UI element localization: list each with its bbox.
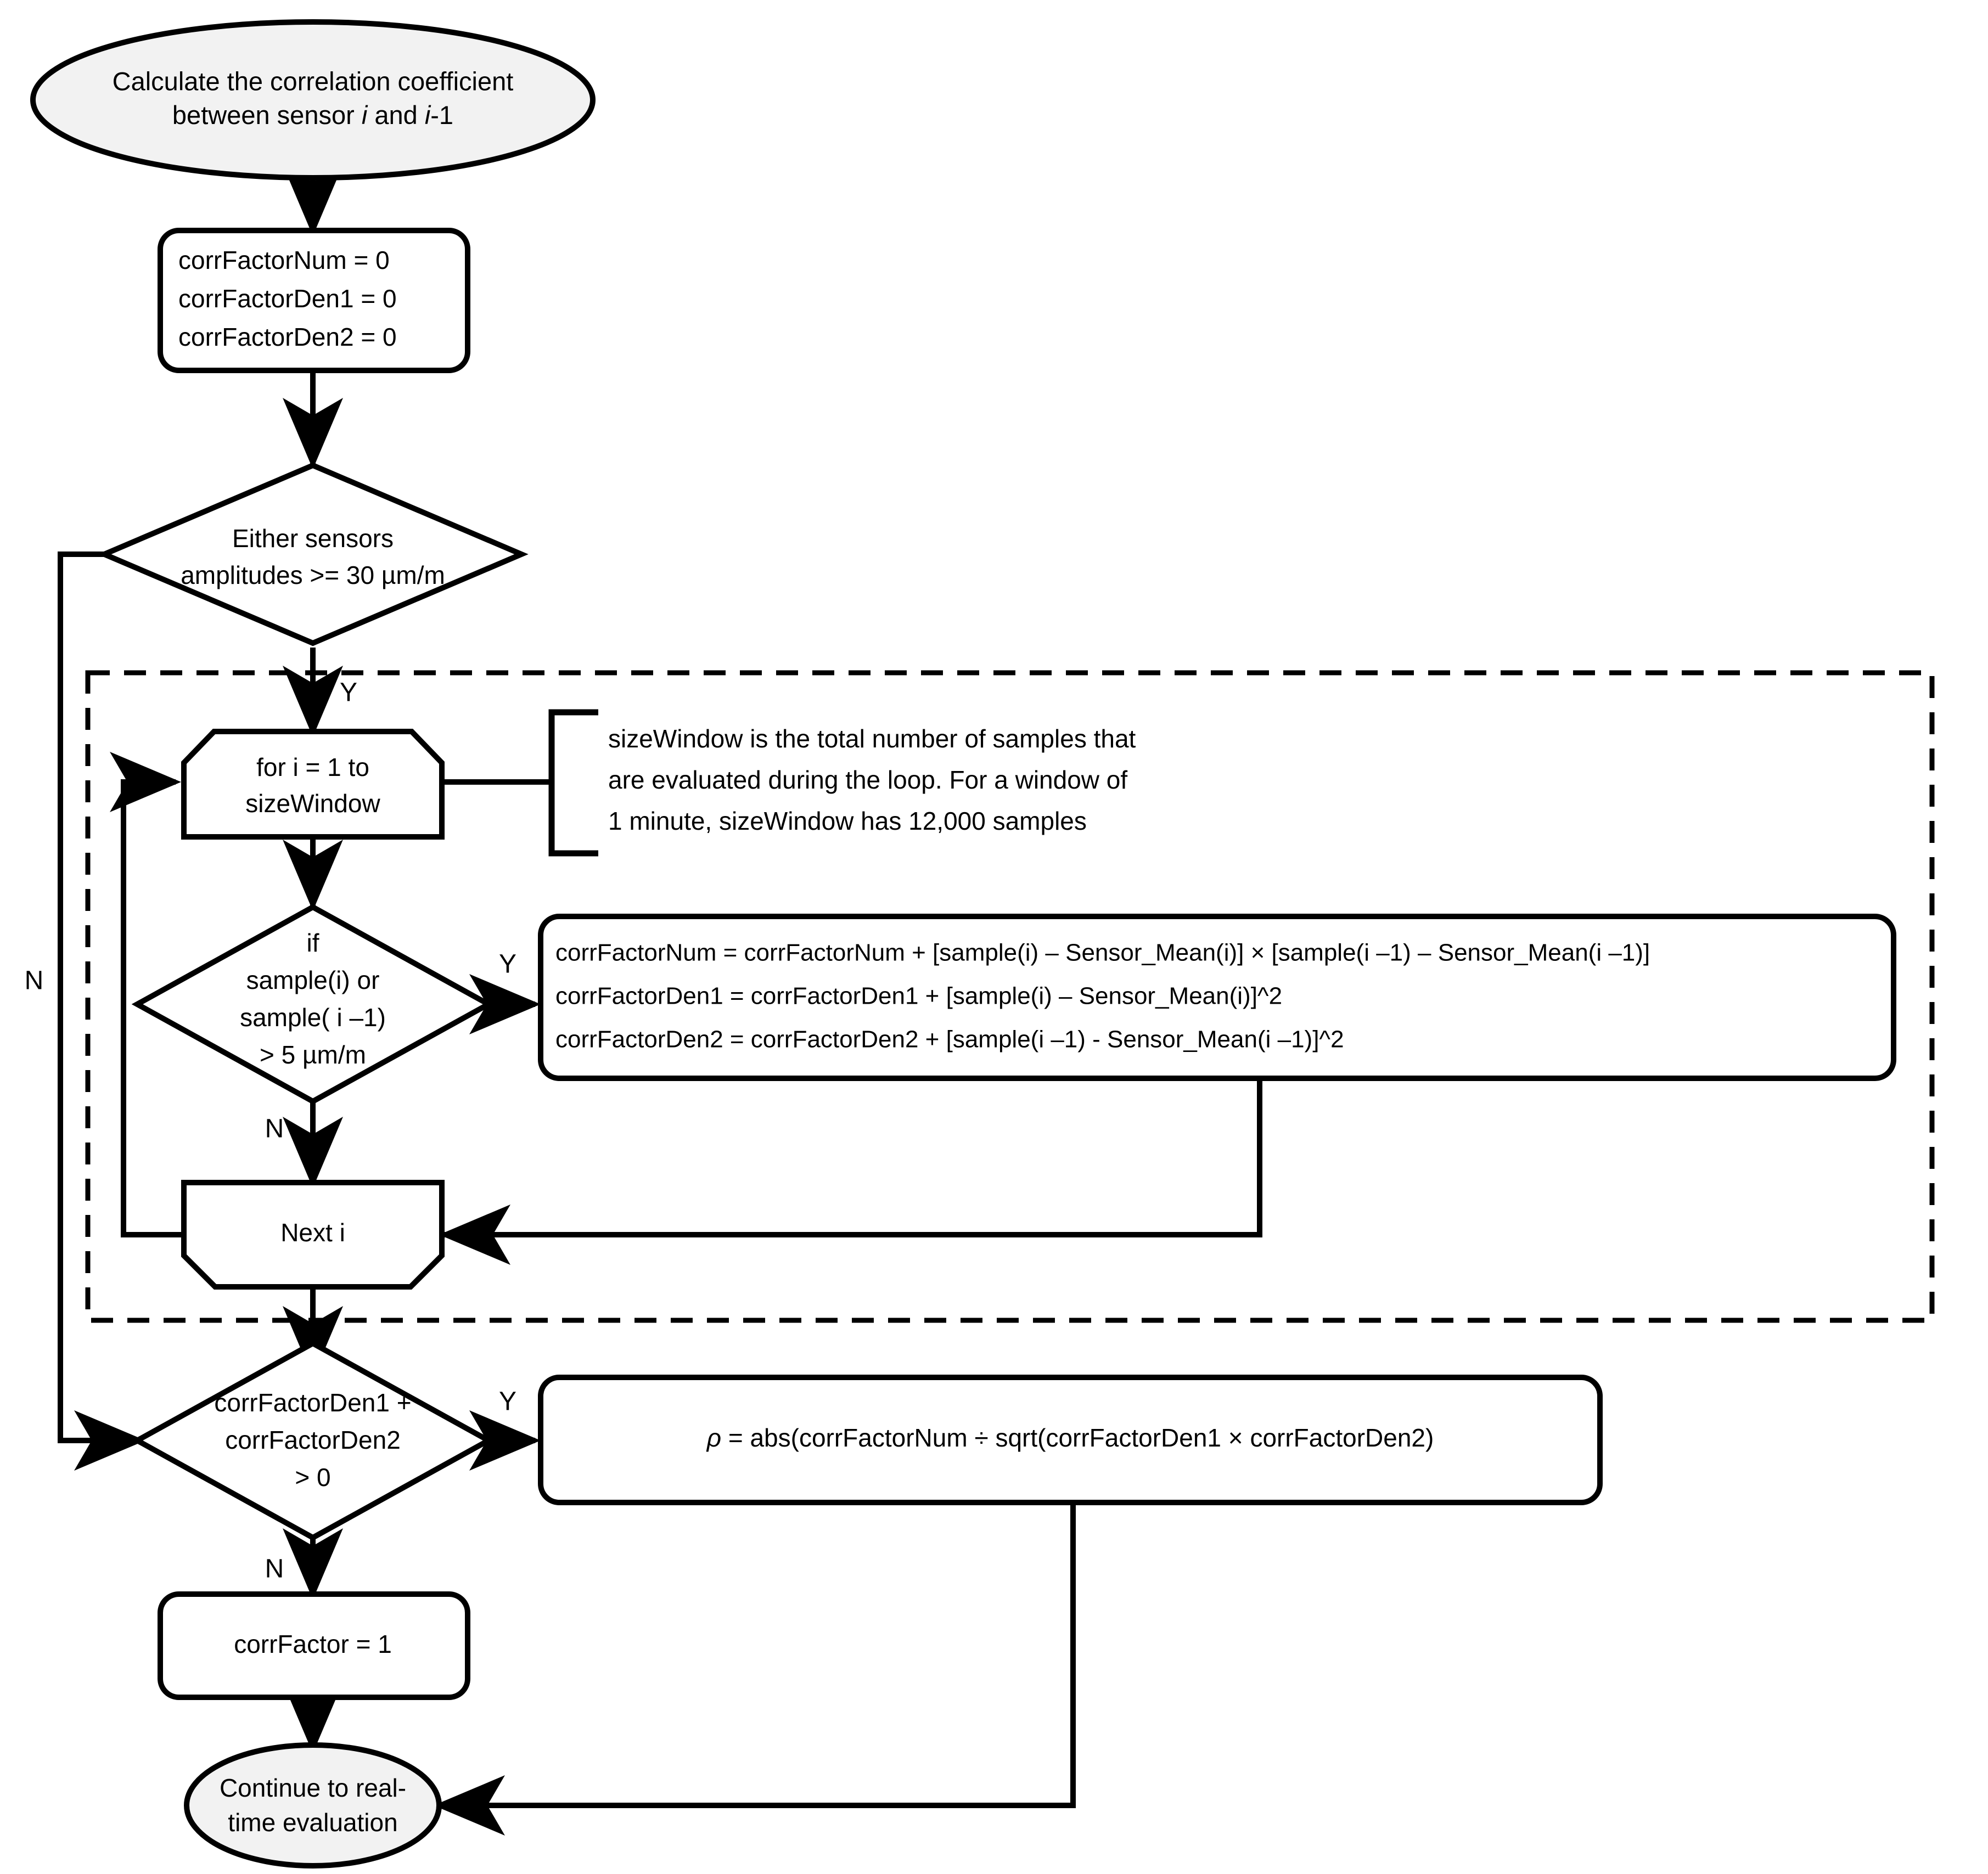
end-line2: time evaluation (228, 1808, 397, 1837)
start-line2-i2: i (425, 100, 431, 130)
rho-rest: = abs(corrFactorNum ÷ sqrt(corrFactorDen… (721, 1423, 1434, 1452)
loop-end-label: Next i (280, 1218, 345, 1247)
edge-rho-to-end (434, 1501, 1076, 1836)
accumulate-process-box[interactable] (538, 914, 1896, 1081)
start-terminator[interactable] (30, 19, 596, 181)
decision-den-line1: corrFactorDen1 + (214, 1388, 411, 1417)
note-sizewindow-line3: 1 minute, sizeWindow has 12,000 samples (608, 807, 1087, 835)
decision-den-line3: > 0 (295, 1463, 330, 1492)
loop-region-boundary (85, 670, 1935, 1323)
start-line2: between sensor i and i-1 (172, 100, 453, 130)
rho-process-box[interactable] (538, 1375, 1603, 1505)
init-line2: corrFactorDen1 = 0 (178, 284, 397, 313)
edge-accumulate-to-next (439, 1078, 1262, 1265)
decision-den-line2: corrFactorDen2 (225, 1426, 401, 1454)
decision-sample-line2: sample(i) or (246, 966, 380, 994)
decision-sample-line3: sample( i –1) (240, 1003, 386, 1032)
edge-label-den-no: N (265, 1555, 284, 1584)
rho-symbol: ρ (706, 1423, 721, 1452)
init-process-box[interactable] (158, 228, 470, 373)
decision-amplitude-line2: amplitudes >= 30 µm/m (181, 561, 445, 589)
edge-label-sample-yes: Y (499, 950, 516, 979)
edge-label-amplitude-no: N (25, 966, 44, 995)
decision-amplitude-diamond[interactable] (97, 462, 529, 646)
annotation-bracket (548, 709, 598, 857)
start-line2-b: and (367, 100, 425, 130)
corrfactor-process-box[interactable] (158, 1591, 470, 1700)
loop-start-line2: sizeWindow (245, 789, 380, 818)
edge-next-to-loop (110, 752, 184, 1237)
start-line2-i1: i (362, 100, 368, 130)
decision-sample-diamond[interactable] (131, 904, 495, 1105)
init-line3: corrFactorDen2 = 0 (178, 323, 397, 351)
corrfactor-label: corrFactor = 1 (234, 1630, 392, 1658)
loop-end-shape[interactable] (181, 1180, 445, 1290)
note-sizewindow-line2: are evaluated during the loop. For a win… (608, 766, 1127, 794)
accumulate-line3: corrFactorDen2 = corrFactorDen2 + [sampl… (555, 1026, 1344, 1053)
end-terminator[interactable] (184, 1742, 442, 1869)
decision-amplitude-line1: Either sensors (232, 524, 394, 553)
edge-label-sample-no: N (265, 1115, 284, 1144)
edge-amplitude-no (58, 551, 145, 1471)
decision-sample-line4: > 5 µm/m (260, 1040, 366, 1069)
accumulate-line2: corrFactorDen1 = corrFactorDen1 + [sampl… (555, 983, 1282, 1010)
start-line2-c: -1 (430, 100, 453, 130)
loop-start-shape[interactable] (181, 729, 445, 840)
note-sizewindow-line1: sizeWindow is the total number of sample… (608, 724, 1136, 753)
edge-label-den-yes: Y (499, 1387, 516, 1416)
decision-sample-line1: if (307, 928, 319, 957)
init-line1: corrFactorNum = 0 (178, 246, 390, 274)
start-line2-a: between sensor (172, 100, 362, 130)
end-line1: Continue to real- (220, 1774, 406, 1802)
rho-formula: ρ = abs(corrFactorNum ÷ sqrt(corrFactorD… (706, 1423, 1434, 1452)
decision-den-diamond[interactable] (131, 1340, 495, 1541)
start-line1: Calculate the correlation coefficient (113, 66, 514, 95)
loop-start-line1: for i = 1 to (256, 753, 369, 781)
edge-label-amplitude-yes: Y (340, 678, 357, 707)
accumulate-line1: corrFactorNum = corrFactorNum + [sample(… (555, 939, 1650, 966)
